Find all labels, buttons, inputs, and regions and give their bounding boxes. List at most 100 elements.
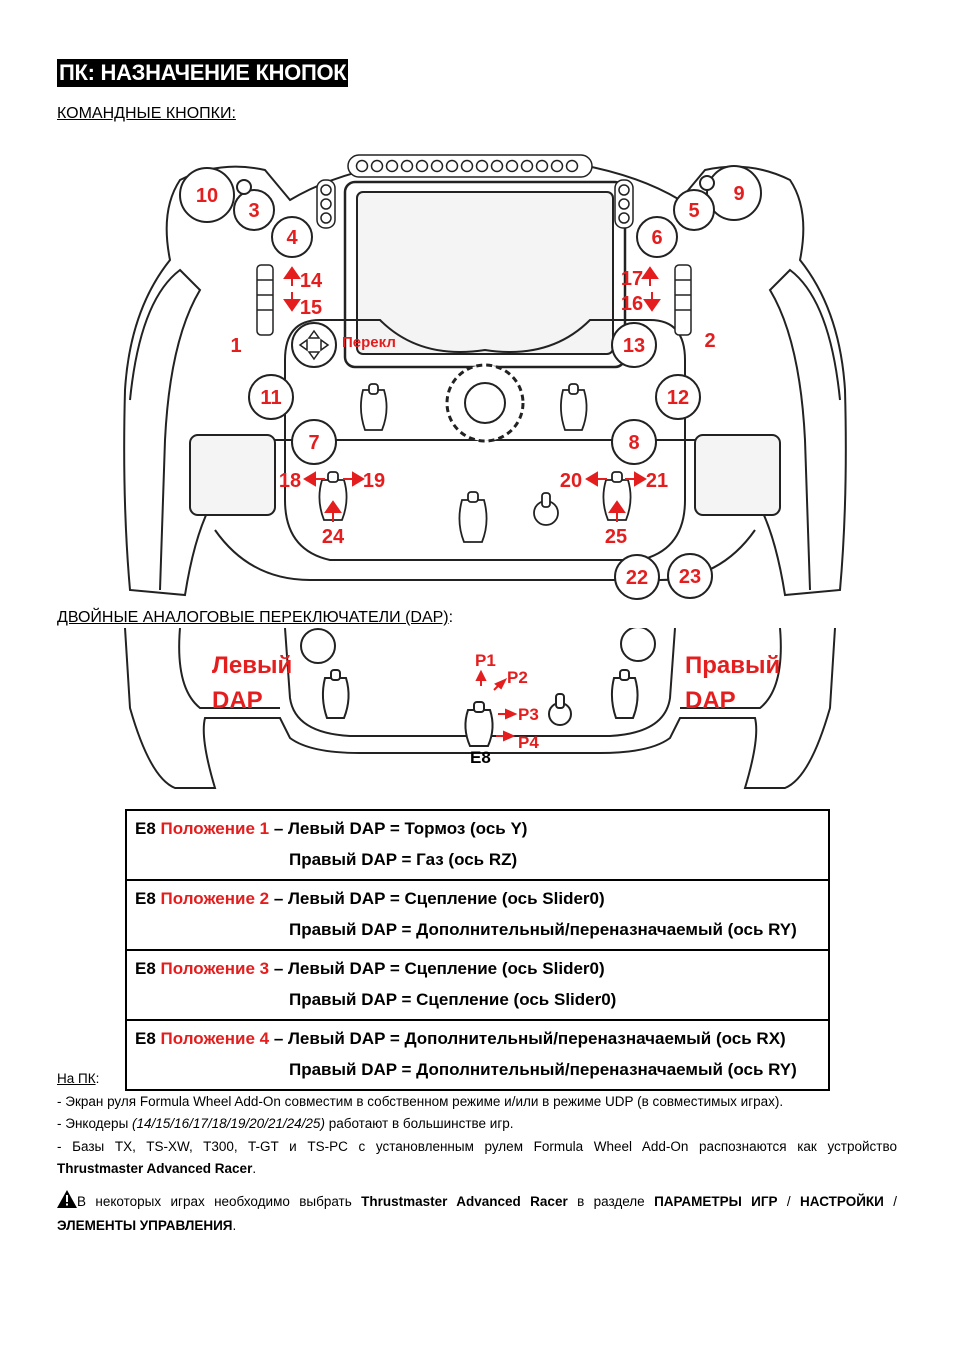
- warning-text-c: в разделе: [567, 1193, 655, 1209]
- encoder-17-label: 17: [621, 268, 643, 290]
- button-23-label: 23: [679, 566, 701, 588]
- warning-end: .: [232, 1218, 237, 1233]
- rev-led: [520, 159, 534, 173]
- warning-line-2: ЭЛЕМЕНТЫ УПРАВЛЕНИЯ.: [57, 1215, 897, 1238]
- button-22-label: 22: [626, 567, 648, 589]
- note-line-3-end: .: [252, 1161, 257, 1176]
- note-line-2-a: - Энкодеры: [57, 1116, 133, 1131]
- mode-left-dap: – Левый DAP = Тормоз (ось Y): [269, 819, 528, 838]
- dap-heading-text: ДВОЙНЫЕ АНАЛОГОВЫЕ ПЕРЕКЛЮЧАТЕЛИ (DAP): [57, 609, 449, 626]
- notes-header-text: На ПК: [57, 1071, 96, 1086]
- position-p2-label: P2: [507, 668, 528, 687]
- encoder-15-label: 15: [300, 297, 322, 319]
- note-line-2-encoders: (14/15/16/17/18/19/20/21/24/25): [132, 1116, 325, 1131]
- rev-led: [370, 159, 384, 173]
- e8-modes-table: E8 Положение 1 – Левый DAP = Тормоз (ось…: [125, 809, 830, 1091]
- dap-diagram: Левый DAP Правый DAP P1 P2 P3 P4 E8: [124, 628, 836, 789]
- warning-line: В некоторых играх необходимо выбрать Thr…: [57, 1189, 897, 1216]
- note-line-2: - Энкодеры (14/15/16/17/18/19/20/21/24/2…: [57, 1113, 897, 1136]
- warning-sep-1: /: [777, 1193, 801, 1209]
- mode-cell: E8 Положение 2 – Левый DAP = Сцепление (…: [125, 879, 830, 951]
- mode-position: Положение 2: [160, 889, 270, 908]
- mode-row: E8 Положение 1 – Левый DAP = Тормоз (ось…: [125, 809, 830, 881]
- rev-led: [400, 159, 414, 173]
- warning-sep-2: /: [883, 1193, 897, 1209]
- button-5-label: 5: [688, 200, 699, 222]
- dap-heading-colon: :: [448, 609, 454, 626]
- rev-led: [565, 159, 579, 173]
- button-8-label: 8: [628, 432, 639, 454]
- mode-prefix: E8: [135, 819, 161, 838]
- notes-header: На ПК:: [57, 1068, 897, 1091]
- encoder-16-label: 16: [621, 293, 643, 315]
- command-buttons-heading: КОМАНДНЫЕ КНОПКИ:: [57, 105, 236, 122]
- rev-led: [475, 159, 489, 173]
- mode-cell: E8 Положение 1 – Левый DAP = Тормоз (ось…: [125, 809, 830, 881]
- note-line-3-device: Thrustmaster Advanced Racer: [57, 1161, 253, 1176]
- wheel-buttons-diagram: 10 3 4 9 5 6 14 15 17 16 1 2 Перекл 13 1…: [123, 154, 847, 600]
- right-dap-label-line2: DAP: [685, 687, 736, 714]
- page-title: ПК: НАЗНАЧЕНИЕ КНОПОК: [57, 59, 349, 87]
- mode-left-dap: – Левый DAP = Дополнительный/переназнача…: [269, 1029, 786, 1048]
- encoder-25-label: 25: [605, 526, 627, 548]
- button-10-label: 10: [196, 185, 218, 207]
- mode-prefix: E8: [135, 1029, 161, 1048]
- e8-label: E8: [470, 748, 491, 767]
- button-3-label: 3: [248, 200, 259, 222]
- rev-led: [445, 159, 459, 173]
- paddle-1-label: 1: [230, 335, 241, 357]
- rev-led: [535, 159, 549, 173]
- left-dap-label-line2: DAP: [212, 687, 263, 714]
- mode-left-dap: – Левый DAP = Сцепление (ось Slider0): [269, 889, 605, 908]
- mode-right-dap: Правый DAP = Дополнительный/переназначае…: [289, 1060, 797, 1079]
- encoder-21-label: 21: [646, 470, 668, 492]
- mode-row: E8 Положение 2 – Левый DAP = Сцепление (…: [125, 879, 830, 951]
- button-7-label: 7: [308, 432, 319, 454]
- mode-left-dap: – Левый DAP = Сцепление (ось Slider0): [269, 959, 605, 978]
- left-dap-label-line1: Левый: [212, 652, 292, 679]
- rev-led: [430, 159, 444, 173]
- mode-right-dap: Правый DAP = Газ (ось RZ): [289, 850, 518, 869]
- mode-prefix: E8: [135, 959, 161, 978]
- mode-right-dap: Правый DAP = Сцепление (ось Slider0): [289, 990, 617, 1009]
- encoder-24-label: 24: [322, 526, 345, 548]
- button-11-label: 11: [260, 387, 281, 409]
- button-6-label: 6: [651, 227, 662, 249]
- encoder-20-label: 20: [560, 470, 582, 492]
- mode-position: Положение 1: [160, 819, 270, 838]
- warning-game-params: ПАРАМЕТРЫ ИГР: [654, 1193, 778, 1209]
- encoder-18-label: 18: [279, 470, 301, 492]
- rev-led: [355, 159, 369, 173]
- warning-icon: [57, 1189, 77, 1216]
- button-12-label: 12: [667, 387, 689, 409]
- note-line-2-c: работают в большинстве игр.: [324, 1116, 514, 1131]
- rev-led: [460, 159, 474, 173]
- note-line-3b: Thrustmaster Advanced Racer.: [57, 1158, 897, 1181]
- encoder-14-label: 14: [300, 270, 323, 292]
- rev-led: [505, 159, 519, 173]
- dap-heading: ДВОЙНЫЕ АНАЛОГОВЫЕ ПЕРЕКЛЮЧАТЕЛИ (DAP):: [57, 609, 453, 627]
- encoder-19-label: 19: [363, 470, 385, 492]
- position-p3-label: P3: [518, 705, 539, 724]
- notes-section: На ПК: - Экран руля Formula Wheel Add-On…: [57, 1068, 897, 1238]
- dpad-label: Перекл: [342, 334, 396, 351]
- mode-right-dap: Правый DAP = Дополнительный/переназначае…: [289, 920, 797, 939]
- warning-controls: ЭЛЕМЕНТЫ УПРАВЛЕНИЯ: [57, 1218, 233, 1233]
- button-4-label: 4: [286, 227, 298, 249]
- mode-cell: E8 Положение 4 – Левый DAP = Дополнитель…: [125, 1019, 830, 1091]
- notes-header-colon: :: [95, 1071, 100, 1086]
- note-line-1: - Экран руля Formula Wheel Add-On совмес…: [57, 1093, 784, 1109]
- rev-led: [385, 159, 399, 173]
- warning-text-a: В некоторых играх необходимо выбрать: [77, 1193, 362, 1209]
- warning-device: Thrustmaster Advanced Racer: [361, 1193, 568, 1209]
- mode-prefix: E8: [135, 889, 161, 908]
- paddle-2-label: 2: [704, 330, 715, 352]
- mode-cell: E8 Положение 3 – Левый DAP = Сцепление (…: [125, 949, 830, 1021]
- rev-led: [490, 159, 504, 173]
- mode-position: Положение 3: [160, 959, 270, 978]
- mode-row: E8 Положение 4 – Левый DAP = Дополнитель…: [125, 1019, 830, 1091]
- rev-led: [550, 159, 564, 173]
- mode-row: E8 Положение 3 – Левый DAP = Сцепление (…: [125, 949, 830, 1021]
- position-p4-label: P4: [518, 733, 539, 752]
- rev-led: [415, 159, 429, 173]
